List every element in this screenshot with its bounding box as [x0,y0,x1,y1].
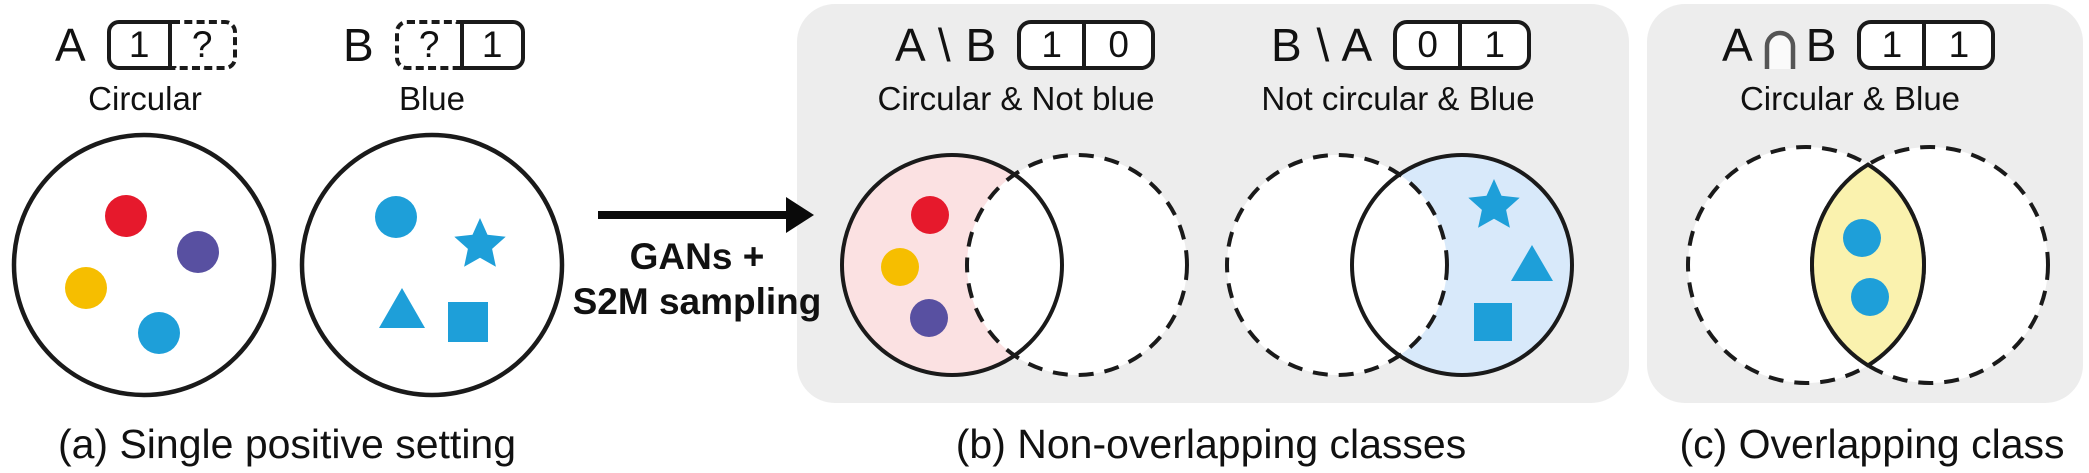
diff-ab-label: A \ B [895,19,998,71]
diff-ab-value-box: 1 0 [1017,20,1156,70]
caption-b: (b) Non-overlapping classes [955,421,1467,467]
intersection-lens [1810,162,1926,368]
set-a-unknown-cell: ? [171,20,237,70]
transform-arrow [598,197,814,233]
diff-ab-sublabel: Circular & Not blue [877,80,1155,117]
arrow-label: GANs + S2M sampling [573,234,822,324]
intersection-icon [1764,30,1795,69]
set-b-sublabel: Blue [398,80,466,117]
blue-dot-icon [138,312,180,354]
venn2-circle-a-fill [1227,155,1447,375]
blue-triangle-icon [379,288,425,328]
caption-a: (a) Single positive setting [57,421,517,467]
blue-circle-icon [375,196,417,238]
red-dot-icon [105,195,147,237]
blue-dot-icon [1851,278,1889,316]
diff-ba-sublabel: Not circular & Blue [1261,80,1535,117]
set-a-circle [11,132,277,398]
set-b-circle-group [299,132,565,398]
intersection-label-a: A [1722,19,1754,71]
venn2-circle-b-outline [1350,153,1574,377]
venn-b-minus-a [1225,153,1574,377]
blue-triangle-icon [1511,245,1553,281]
set-a-known-cell: 1 [106,20,172,70]
set-b-header: B ? 1 [343,18,525,72]
venn-a-intersect-b [1686,145,2050,385]
set-a-sublabel: Circular [88,80,202,117]
set-a-header: A 1 ? [55,18,237,72]
venn1-circle-b-dashed-outline [965,153,1189,377]
diff-ab-cell-a: 1 [1021,24,1087,66]
diff-ab-cell-b: 0 [1108,24,1129,65]
diff-ba-cell-b: 1 [1484,24,1505,65]
set-b-value-box: ? 1 [394,20,525,70]
blue-star-icon [454,218,506,267]
set-b-unknown-cell: ? [394,20,460,70]
venn-a-minus-b [840,153,1189,377]
intersection-expression: A B [1722,18,1837,72]
diff-ba-value-box: 0 1 [1393,20,1532,70]
blue-square-icon [1474,303,1512,341]
blue-square-icon [448,302,488,342]
set-b-circle [299,132,565,398]
blue-star-icon [1468,179,1520,228]
gold-dot-icon [65,267,107,309]
set-b-label: B [343,19,375,71]
intersection-sublabel: Circular & Blue [1739,80,1961,117]
caption-c: (c) Overlapping class [1679,421,2065,467]
set-b-known-cell: 1 [459,20,525,70]
set-a-value-box: 1 ? [106,20,237,70]
intersection-cell-b: 1 [1948,24,1970,65]
diff-ab-header: A \ B 1 0 [895,18,1156,72]
set-a-circle-group [11,132,277,398]
intersection-value-box: 1 1 [1857,20,1996,70]
arrow-label-line1: GANs + [629,236,765,277]
blue-dot-icon [1843,219,1881,257]
diff-ba-cell-a: 0 [1397,24,1463,66]
intersection-header: A B 1 1 [1722,18,1996,72]
gold-dot-icon [881,248,919,286]
venn2-circle-a-dashed-outline [1225,153,1449,377]
diff-ba-header: B \ A 0 1 [1271,18,1532,72]
purple-dot-icon [910,299,948,337]
arrow-head-icon [786,197,814,233]
diff-ba-label: B \ A [1271,19,1374,71]
arrow-label-line2: S2M sampling [572,281,822,323]
venn1-circle-b-fill [967,155,1187,375]
set-a-label: A [55,19,87,71]
intersection-cell-a: 1 [1861,24,1927,66]
intersection-label-b: B [1805,19,1838,71]
red-dot-icon [911,196,949,234]
purple-dot-icon [177,231,219,273]
venn1-circle-a-outline [840,153,1064,377]
